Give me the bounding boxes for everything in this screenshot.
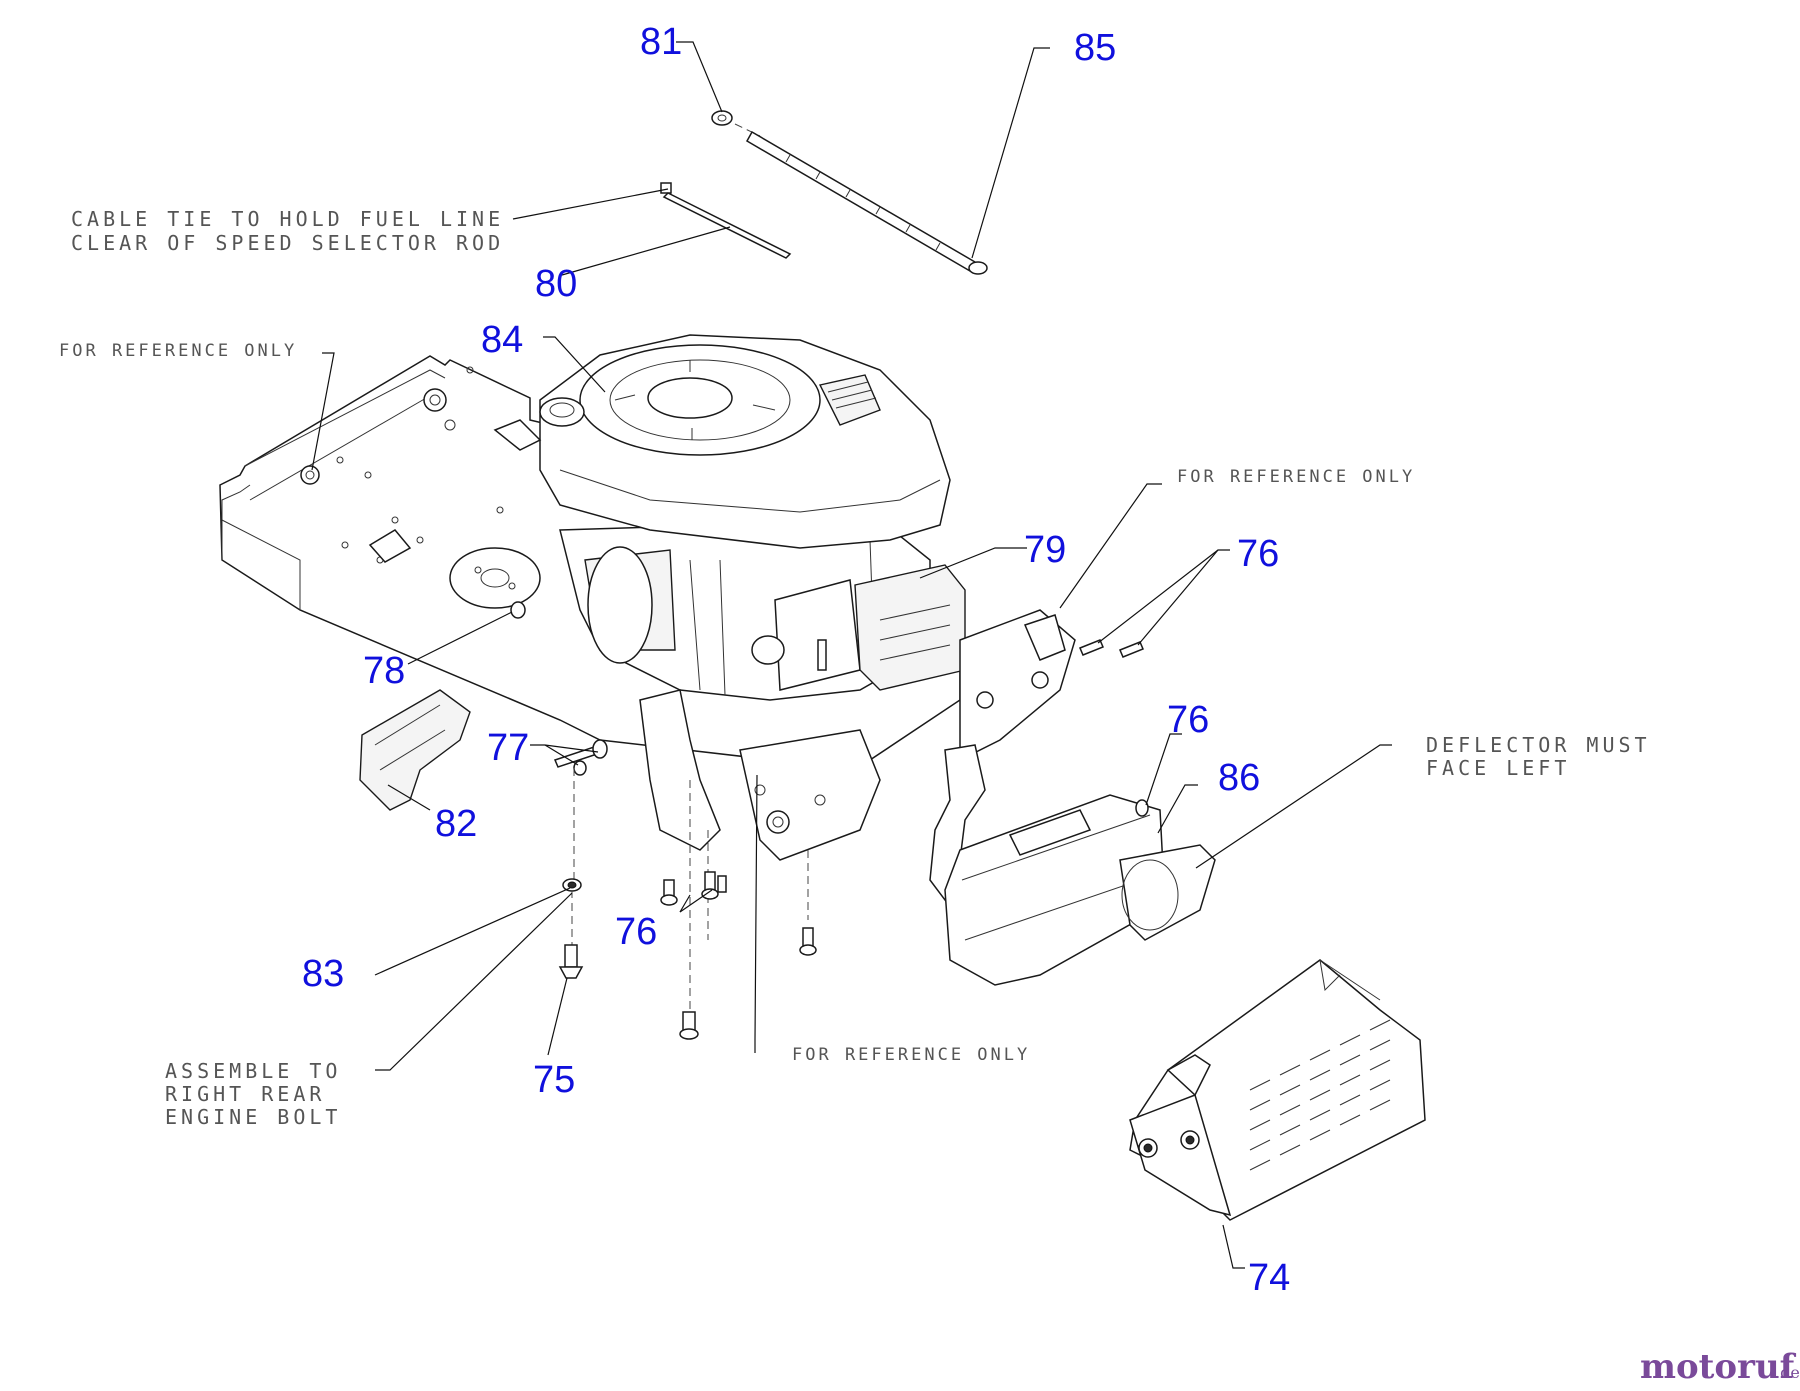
note-assemble-line-1: ASSEMBLE TO xyxy=(165,1059,341,1083)
fasteners xyxy=(510,601,1149,1040)
note-deflector-line-1: DEFLECTOR MUST xyxy=(1426,733,1651,757)
callout-84: 84 xyxy=(481,319,523,361)
cable-tie xyxy=(660,182,792,259)
callout-76-upper: 76 xyxy=(1237,533,1279,575)
rear-bracket xyxy=(639,609,1076,1020)
callout-82: 82 xyxy=(435,803,477,845)
watermark-logo: motoruf .de xyxy=(1640,1347,1800,1387)
watermark-brand: motoruf xyxy=(1640,1347,1797,1387)
annotation-notes: CABLE TIE TO HOLD FUEL LINE CLEAR OF SPE… xyxy=(59,207,1651,1129)
note-reference-right: FOR REFERENCE ONLY xyxy=(1177,467,1415,487)
callout-86: 86 xyxy=(1218,757,1260,799)
note-assemble-line-2: RIGHT REAR xyxy=(165,1082,325,1106)
heat-deflector-small xyxy=(359,689,471,811)
engine xyxy=(493,334,966,701)
callout-83: 83 xyxy=(302,953,344,995)
note-assemble-line-3: ENGINE BOLT xyxy=(165,1105,341,1129)
callout-74: 74 xyxy=(1248,1257,1290,1299)
callout-76-lower: 76 xyxy=(615,911,657,953)
note-cable-tie-line-1: CABLE TIE TO HOLD FUEL LINE xyxy=(71,207,504,231)
note-reference-top-left: FOR REFERENCE ONLY xyxy=(59,341,297,361)
leader-lines xyxy=(311,41,1392,1269)
callout-80: 80 xyxy=(535,263,577,305)
callout-85: 85 xyxy=(1074,27,1116,69)
note-cable-tie-line-2: CLEAR OF SPEED SELECTOR ROD xyxy=(71,231,504,255)
callout-79: 79 xyxy=(1024,529,1066,571)
speed-selector-rod xyxy=(734,123,988,275)
muffler xyxy=(929,744,1216,986)
callout-76-muffler: 76 xyxy=(1167,699,1209,741)
guard-slots xyxy=(1249,1019,1391,1171)
callout-78: 78 xyxy=(363,650,405,692)
callout-labels: 81 85 80 84 79 76 78 77 76 86 82 76 83 7… xyxy=(302,21,1290,1299)
callout-75: 75 xyxy=(533,1059,575,1101)
watermark-suffix: .de xyxy=(1775,1363,1800,1382)
rod-clip xyxy=(711,110,733,126)
note-reference-bottom: FOR REFERENCE ONLY xyxy=(792,1045,1030,1065)
callout-77: 77 xyxy=(487,727,529,769)
note-deflector-line-2: FACE LEFT xyxy=(1426,756,1570,780)
callout-81: 81 xyxy=(640,21,682,63)
muffler-guard xyxy=(1129,959,1426,1221)
